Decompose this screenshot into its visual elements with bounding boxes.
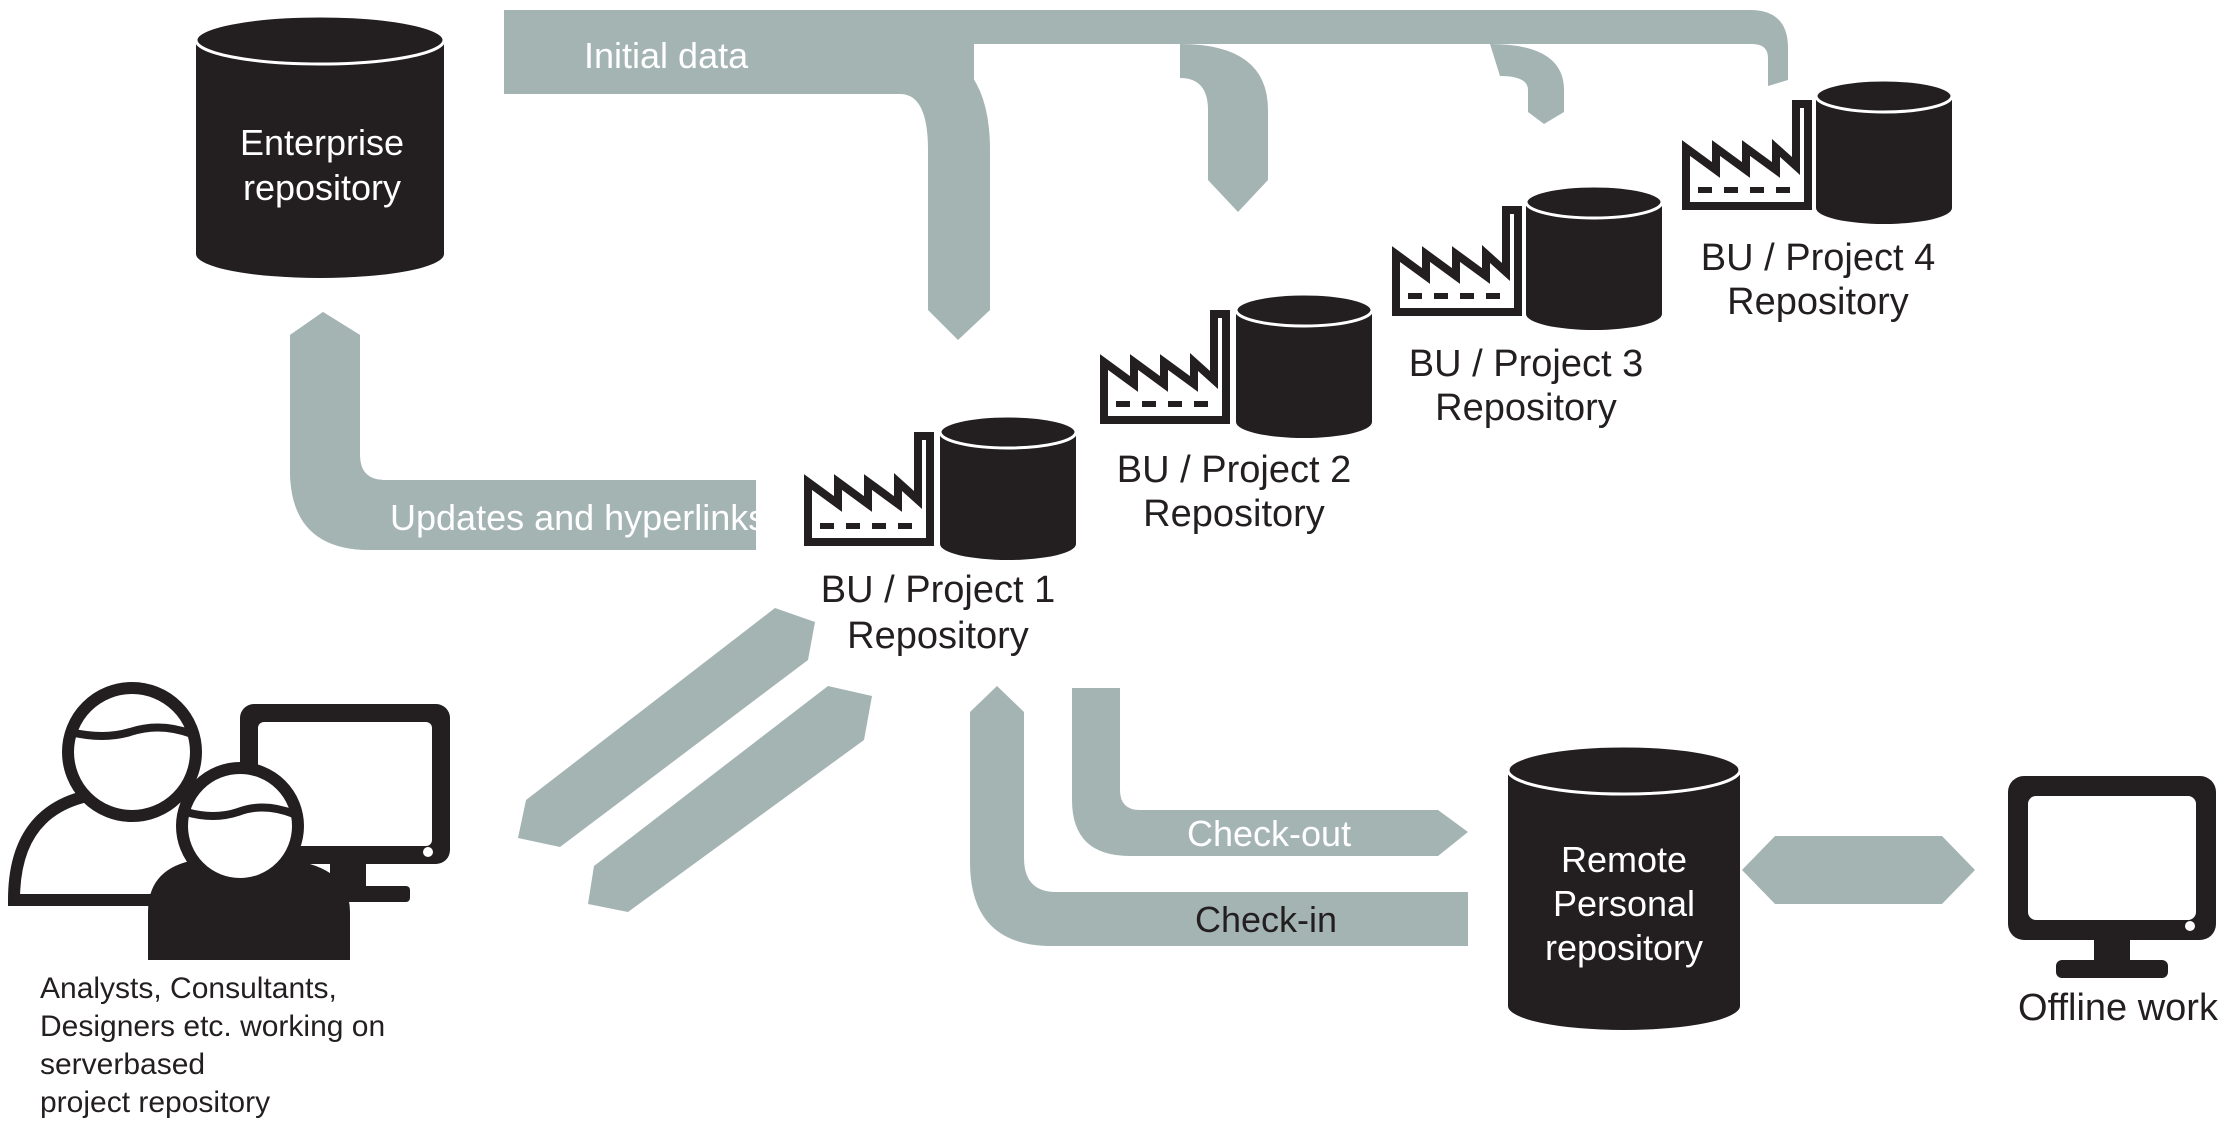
bu-1-label-line2: Repository <box>847 615 1029 657</box>
check-in-label: Check-in <box>1195 899 1337 940</box>
remote-label-line3: repository <box>1545 927 1703 968</box>
factory-icon <box>1100 310 1230 424</box>
enterprise-repository: Enterprise repository <box>194 14 446 278</box>
remote-label-line1: Remote <box>1561 839 1687 880</box>
upload-arrow <box>518 608 815 847</box>
remote-personal-repository: Remote Personal repository <box>1506 744 1742 1030</box>
factory-icon <box>1682 100 1812 210</box>
bu-3-label-line2: Repository <box>1435 387 1617 429</box>
updates-band <box>290 312 756 550</box>
check-out-band <box>1072 688 1468 856</box>
offline-work-label: Offline work <box>2018 987 2219 1029</box>
users-caption-line4: project repository <box>40 1086 270 1119</box>
bu-4-label-line1: BU / Project 4 <box>1701 237 1935 279</box>
bu-project-3-repository: BU / Project 3 Repository <box>1392 184 1664 429</box>
initial-data-flow <box>504 10 1788 340</box>
bu-3-label-line1: BU / Project 3 <box>1409 343 1643 385</box>
monitor-icon <box>2008 776 2216 978</box>
bu-1-label-line1: BU / Project 1 <box>821 569 1055 611</box>
database-icon <box>1234 292 1374 438</box>
updates-label: Updates and hyperlinks <box>390 497 766 538</box>
initial-data-branch-2 <box>1180 44 1268 212</box>
database-icon <box>938 414 1078 560</box>
enterprise-label-line1: Enterprise <box>240 122 404 163</box>
user-exchange-flow <box>518 608 872 912</box>
bu-4-label-line2: Repository <box>1727 281 1909 323</box>
initial-data-branch-3 <box>1490 44 1564 124</box>
bu-project-4-repository: BU / Project 4 Repository <box>1682 78 1954 323</box>
updates-flow <box>290 312 756 550</box>
check-out-flow <box>1072 688 1468 856</box>
check-in-band <box>970 686 1468 946</box>
offline-sync-arrow <box>1742 836 1975 904</box>
check-in-flow <box>970 686 1468 946</box>
check-out-label: Check-out <box>1187 813 1351 854</box>
bu-2-label-line2: Repository <box>1143 493 1325 535</box>
factory-icon <box>804 432 934 546</box>
database-icon <box>1506 744 1742 1030</box>
users-caption-line2: Designers etc. working on <box>40 1010 385 1043</box>
database-icon <box>1814 78 1954 224</box>
bu-project-1-repository: BU / Project 1 Repository <box>804 414 1078 657</box>
remote-label-line2: Personal <box>1553 883 1695 924</box>
bu-2-label-line1: BU / Project 2 <box>1117 449 1351 491</box>
initial-data-band-head <box>504 10 974 94</box>
factory-icon <box>1392 206 1522 316</box>
database-icon <box>1524 184 1664 330</box>
database-icon <box>194 14 446 278</box>
users-icon <box>7 682 450 960</box>
users-caption-line3: serverbased <box>40 1048 205 1081</box>
download-arrow <box>588 686 872 912</box>
initial-data-label: Initial data <box>584 35 749 76</box>
initial-data-branch-1 <box>900 44 990 340</box>
bu-project-2-repository: BU / Project 2 Repository <box>1100 292 1374 535</box>
users-caption-line1: Analysts, Consultants, <box>40 972 337 1005</box>
enterprise-label-line2: repository <box>243 167 401 208</box>
user-front-icon <box>148 762 350 960</box>
